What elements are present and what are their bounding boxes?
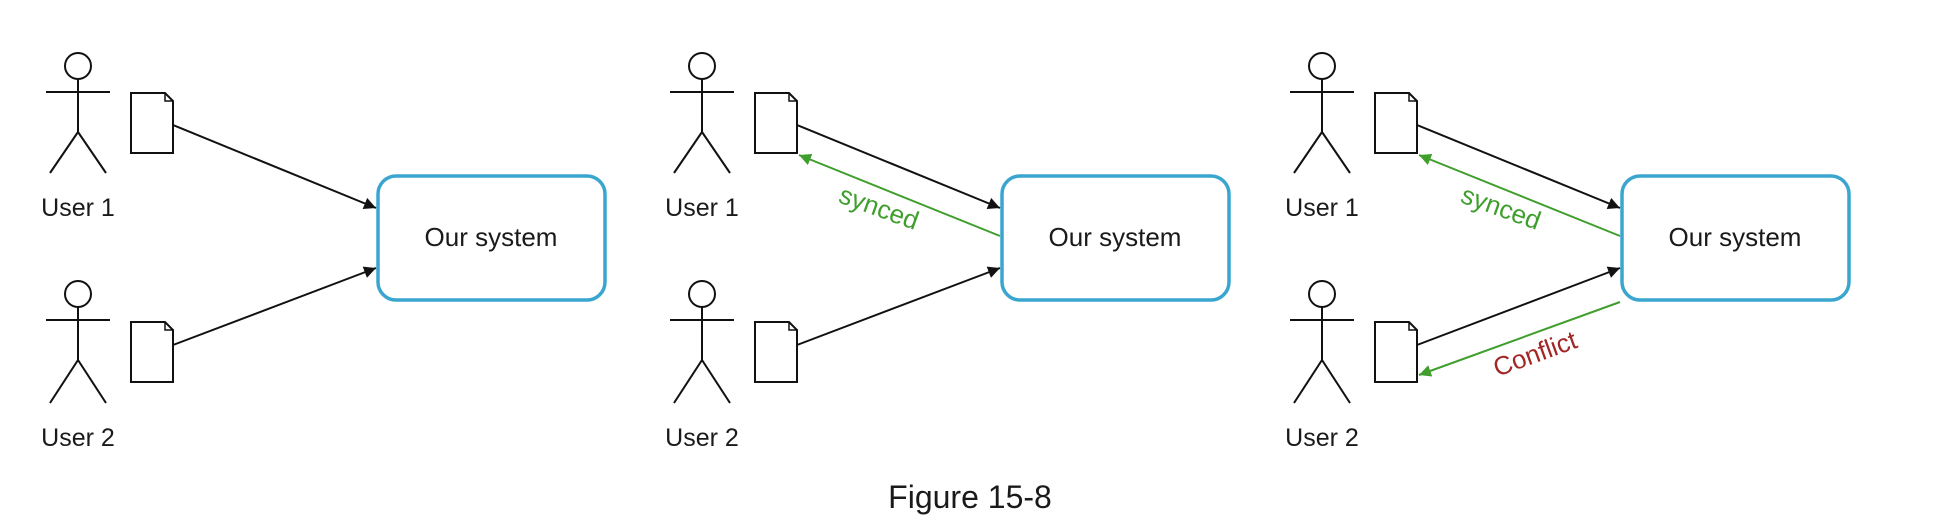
arrow-system-synced-to-user1 bbox=[1418, 153, 1621, 237]
document-icon bbox=[1374, 321, 1418, 383]
panel-1: User 1 User 2 Our system bbox=[41, 52, 607, 452]
user-left-leg bbox=[1293, 131, 1323, 174]
user-right-leg bbox=[701, 359, 731, 404]
user-left-leg bbox=[49, 131, 79, 174]
user-head bbox=[64, 280, 92, 308]
user-left-leg bbox=[49, 359, 79, 404]
document-icon bbox=[130, 321, 174, 383]
user-right-leg bbox=[701, 131, 731, 174]
document-fold bbox=[164, 322, 173, 331]
user-head bbox=[64, 52, 92, 80]
user-right-leg bbox=[1321, 131, 1351, 174]
document-fold bbox=[788, 322, 797, 331]
system-label: Our system bbox=[1049, 222, 1182, 252]
document-fold bbox=[164, 93, 173, 102]
user-2-label: User 2 bbox=[665, 424, 739, 452]
user-2-label: User 2 bbox=[41, 424, 115, 452]
document-icon bbox=[754, 92, 798, 154]
arrow-system-synced-to-user1 bbox=[798, 153, 1001, 237]
user-right-leg bbox=[1321, 359, 1351, 404]
panel-2: User 1 User 2 Our system synced bbox=[665, 52, 1231, 452]
system-box bbox=[1000, 174, 1231, 302]
document-icon bbox=[1374, 92, 1418, 154]
user-head bbox=[1308, 280, 1336, 308]
arrow-user2-to-system bbox=[796, 266, 1001, 346]
system-box bbox=[376, 174, 607, 302]
system-box bbox=[1620, 174, 1851, 302]
user-2-figure bbox=[46, 280, 110, 404]
document-fold bbox=[788, 93, 797, 102]
arrow-user1-to-system bbox=[1416, 124, 1621, 210]
panel-3: User 1 User 2 Our system synced Conflict bbox=[1285, 52, 1851, 452]
user-left-leg bbox=[673, 131, 703, 174]
user-1-label: User 1 bbox=[1285, 194, 1359, 222]
user-1-figure bbox=[670, 52, 734, 174]
user-2-figure bbox=[1290, 280, 1354, 404]
arrow-user1-to-system bbox=[172, 124, 377, 210]
arrow-user1-to-system bbox=[796, 124, 1001, 210]
document-icon bbox=[754, 321, 798, 383]
user-2-figure bbox=[670, 280, 734, 404]
document-fold bbox=[1408, 93, 1417, 102]
user-1-figure bbox=[46, 52, 110, 174]
user-1-label: User 1 bbox=[41, 194, 115, 222]
user-left-leg bbox=[1293, 359, 1323, 404]
document-icon bbox=[130, 92, 174, 154]
user-1-label: User 1 bbox=[665, 194, 739, 222]
arrow-user2-to-system bbox=[1416, 266, 1621, 346]
user-1-figure bbox=[1290, 52, 1354, 174]
system-label: Our system bbox=[1669, 222, 1802, 252]
user-2-label: User 2 bbox=[1285, 424, 1359, 452]
user-right-leg bbox=[77, 359, 107, 404]
arrow-system-conflict-to-user2 bbox=[1418, 301, 1621, 377]
document-fold bbox=[1408, 322, 1417, 331]
user-head bbox=[688, 52, 716, 80]
user-right-leg bbox=[77, 131, 107, 174]
user-head bbox=[688, 280, 716, 308]
user-left-leg bbox=[673, 359, 703, 404]
arrow-user2-to-system bbox=[172, 266, 377, 346]
user-head bbox=[1308, 52, 1336, 80]
system-label: Our system bbox=[425, 222, 558, 252]
figure-caption: Figure 15-8 bbox=[888, 479, 1052, 515]
